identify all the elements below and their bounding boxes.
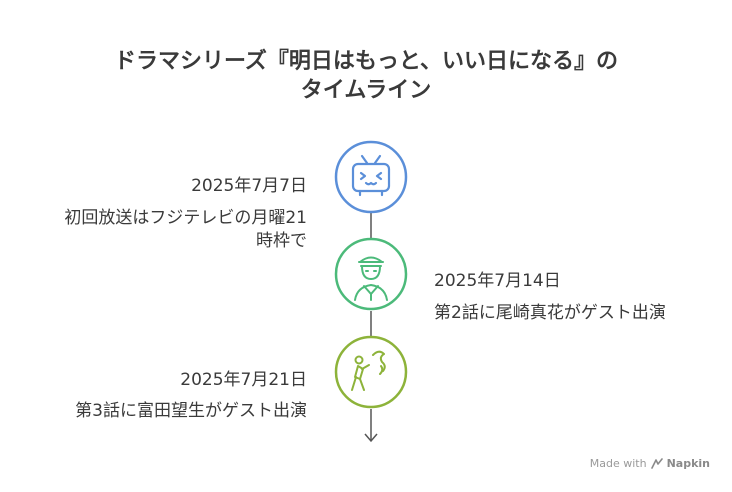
event-description-3: 第3話に富田望生がゲスト出演 (75, 401, 307, 421)
event-date-1: 2025年7月7日 (191, 176, 307, 196)
title-line-2: タイムライン (300, 78, 432, 103)
watermark-brand: Napkin (666, 457, 710, 470)
event-description-1: 初回放送はフジテレビの月曜21 時枠で (64, 207, 307, 253)
watermark-prefix: Made with (589, 457, 647, 470)
sailor-person-icon (354, 256, 388, 301)
event-description-1-line-2: 時枠で (256, 231, 307, 251)
event-date-3: 2025年7月21日 (180, 370, 307, 390)
napkin-logo-icon (650, 457, 663, 469)
title-line-1: ドラマシリーズ『明日はもっと、いい日になる』の (113, 49, 619, 74)
event-node-1 (334, 140, 408, 214)
napkin-watermark[interactable]: Made with Napkin (590, 457, 710, 470)
timeline-arrowhead (364, 433, 378, 443)
event-node-3 (334, 335, 408, 409)
event-node-2 (334, 237, 408, 311)
event-date-2: 2025年7月14日 (434, 271, 561, 291)
event-description-2: 第2話に尾崎真花がゲスト出演 (434, 303, 666, 323)
diagram-title: ドラマシリーズ『明日はもっと、いい日になる』の タイムライン (0, 47, 732, 105)
throwing-person-icon (351, 350, 386, 391)
tv-icon (351, 154, 391, 197)
event-description-1-line-1: 初回放送はフジテレビの月曜21 (64, 208, 307, 228)
